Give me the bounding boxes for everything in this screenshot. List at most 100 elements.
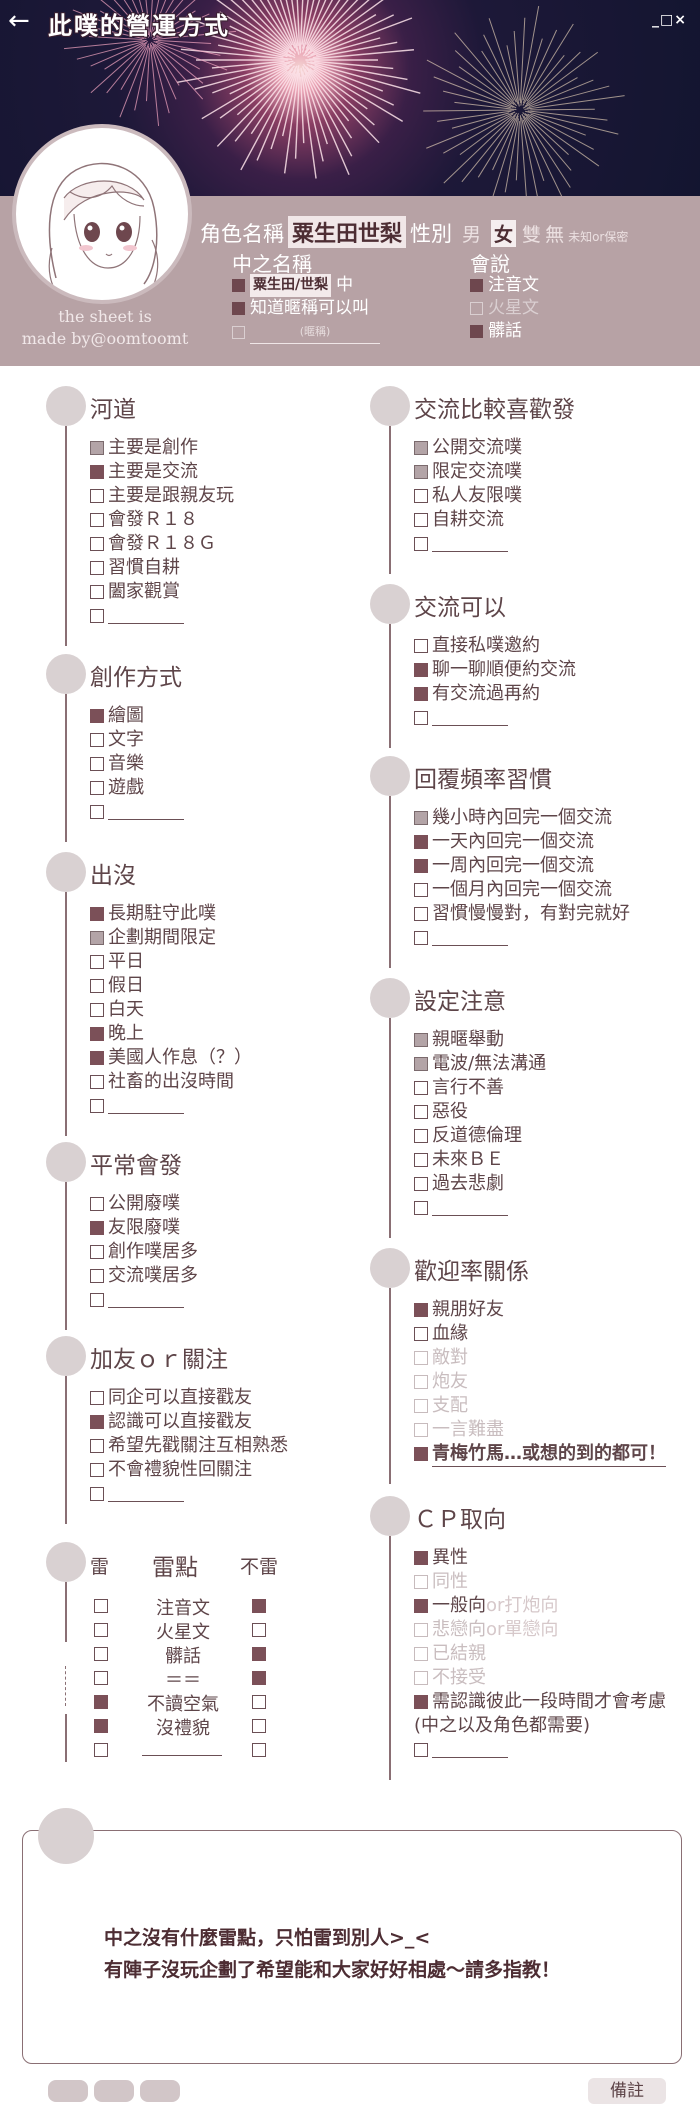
checkbox-empty[interactable]: [90, 1439, 104, 1453]
checkbox-empty[interactable]: [90, 513, 104, 527]
checkbox-empty[interactable]: [90, 1075, 104, 1089]
checkbox-filled[interactable]: [414, 1551, 428, 1565]
checkbox-empty[interactable]: [414, 513, 428, 527]
page-tab[interactable]: [94, 2080, 134, 2102]
lei-avoid-checkbox[interactable]: [94, 1599, 108, 1613]
checkbox-empty[interactable]: [470, 302, 483, 315]
checkbox-empty[interactable]: [90, 979, 104, 993]
checklist-item[interactable]: [414, 1196, 546, 1220]
checkbox-filled[interactable]: [470, 325, 483, 338]
lei-avoid-checkbox[interactable]: [94, 1695, 108, 1709]
gender-option-none[interactable]: 無: [545, 224, 565, 246]
checkbox-half[interactable]: [90, 441, 104, 455]
nakanohito-item[interactable]: 知道暱稱可以叫: [232, 297, 380, 320]
checkbox-empty[interactable]: [414, 1671, 428, 1685]
checklist-item[interactable]: [414, 926, 630, 950]
checkbox-filled[interactable]: [90, 907, 104, 921]
checkbox-empty[interactable]: [90, 1197, 104, 1211]
lei-ok-checkbox[interactable]: [252, 1623, 266, 1637]
lei-avoid-checkbox[interactable]: [94, 1671, 108, 1685]
checkbox-empty[interactable]: [414, 1351, 428, 1365]
checkbox-filled[interactable]: [414, 1303, 428, 1317]
lei-ok-checkbox[interactable]: [252, 1719, 266, 1733]
checkbox-half[interactable]: [414, 1033, 428, 1047]
checkbox-empty[interactable]: [414, 1153, 428, 1167]
checklist-item[interactable]: [90, 800, 184, 824]
nakanohito-item[interactable]: 粟生田/世梨 中: [232, 274, 380, 297]
checklist-item[interactable]: 會發Ｒ１８Ｇ: [90, 532, 234, 556]
checklist-item[interactable]: 公開交流噗: [414, 436, 522, 460]
checkbox-empty[interactable]: [414, 1327, 428, 1341]
checklist-item[interactable]: 習慣自耕: [90, 556, 234, 580]
checklist-item[interactable]: [414, 532, 522, 556]
checkbox-filled[interactable]: [414, 1599, 428, 1613]
checklist-item[interactable]: 自耕交流: [414, 508, 522, 532]
checkbox-empty[interactable]: [90, 1003, 104, 1017]
checkbox-filled[interactable]: [414, 1695, 428, 1709]
checkbox-empty[interactable]: [414, 1743, 428, 1757]
checkbox-filled[interactable]: [90, 709, 104, 723]
checkbox-empty[interactable]: [90, 1487, 104, 1501]
checklist-item[interactable]: 文字: [90, 728, 184, 752]
checkbox-half[interactable]: [414, 441, 428, 455]
checklist-item[interactable]: 支配: [414, 1394, 666, 1418]
checklist-item[interactable]: 交流噗居多: [90, 1264, 198, 1288]
checkbox-empty[interactable]: [90, 561, 104, 575]
checkbox-empty[interactable]: [414, 1623, 428, 1637]
checklist-item[interactable]: 主要是創作: [90, 436, 234, 460]
checklist-item[interactable]: 言行不善: [414, 1076, 546, 1100]
checklist-item[interactable]: 希望先戳關注互相熟悉: [90, 1434, 288, 1458]
checkbox-filled[interactable]: [414, 859, 428, 873]
checkbox-filled[interactable]: [90, 1221, 104, 1235]
checklist-item[interactable]: 已結親: [414, 1642, 666, 1666]
checklist-item[interactable]: 親暱舉動: [414, 1028, 546, 1052]
lei-ok-checkbox[interactable]: [252, 1647, 266, 1661]
checklist-item[interactable]: 不接受: [414, 1666, 666, 1690]
checkbox-empty[interactable]: [414, 1129, 428, 1143]
checklist-item[interactable]: 限定交流噗: [414, 460, 522, 484]
checklist-item[interactable]: 異性: [414, 1546, 666, 1570]
checklist-item[interactable]: 闔家觀賞: [90, 580, 234, 604]
checkbox-empty[interactable]: [90, 537, 104, 551]
checklist-item[interactable]: 繪圖: [90, 704, 184, 728]
language-item[interactable]: 火星文: [470, 297, 539, 320]
checklist-item[interactable]: 敵對: [414, 1346, 666, 1370]
checklist-item[interactable]: 會發Ｒ１８: [90, 508, 234, 532]
checkbox-empty[interactable]: [90, 1245, 104, 1259]
checklist-item[interactable]: 主要是交流: [90, 460, 234, 484]
checklist-item[interactable]: 血緣: [414, 1322, 666, 1346]
checkbox-empty[interactable]: [414, 1081, 428, 1095]
lei-avoid-checkbox[interactable]: [94, 1719, 108, 1733]
checkbox-half[interactable]: [414, 811, 428, 825]
checklist-item[interactable]: [90, 1094, 252, 1118]
checklist-item[interactable]: 長期駐守此噗: [90, 902, 252, 926]
checklist-item[interactable]: 認識可以直接戳友: [90, 1410, 288, 1434]
checkbox-empty[interactable]: [414, 1423, 428, 1437]
checklist-item[interactable]: 直接私噗邀約: [414, 634, 576, 658]
checkbox-empty[interactable]: [90, 781, 104, 795]
checklist-item[interactable]: 電波/無法溝通: [414, 1052, 546, 1076]
gender-option-female[interactable]: 女: [491, 220, 517, 247]
checkbox-filled[interactable]: [90, 465, 104, 479]
checklist-item[interactable]: 同性: [414, 1570, 666, 1594]
checkbox-empty[interactable]: [414, 1575, 428, 1589]
checklist-item[interactable]: 一個月內回完一個交流: [414, 878, 630, 902]
window-controls[interactable]: _□×: [652, 12, 687, 28]
lei-ok-checkbox[interactable]: [252, 1599, 266, 1613]
gender-option-both[interactable]: 雙: [522, 224, 542, 246]
checkbox-empty[interactable]: [90, 1463, 104, 1477]
checklist-item[interactable]: 一天內回完一個交流: [414, 830, 630, 854]
checklist-item[interactable]: 未來ＢＥ: [414, 1148, 546, 1172]
checkbox-empty[interactable]: [414, 1647, 428, 1661]
checklist-item[interactable]: 青梅竹馬…或想的到的都可！: [414, 1442, 666, 1467]
checklist-item[interactable]: [414, 706, 576, 730]
checklist-item[interactable]: 社畜的出沒時間: [90, 1070, 252, 1094]
lei-ok-checkbox[interactable]: [252, 1671, 266, 1685]
lei-avoid-checkbox[interactable]: [94, 1647, 108, 1661]
checklist-item[interactable]: 惡役: [414, 1100, 546, 1124]
checkbox-filled[interactable]: [90, 1027, 104, 1041]
gender-option-male[interactable]: 男: [462, 224, 482, 246]
checkbox-empty[interactable]: [414, 1375, 428, 1389]
checkbox-filled[interactable]: [232, 302, 245, 315]
checkbox-empty[interactable]: [90, 1391, 104, 1405]
